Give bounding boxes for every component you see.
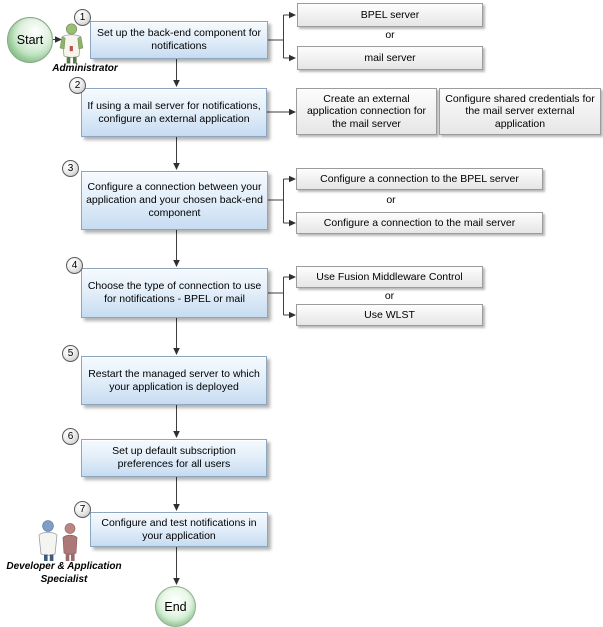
developer-specialist-label-line1: Developer & Application xyxy=(6,561,122,572)
end-label: End xyxy=(164,599,187,614)
step-number-2-text: 2 xyxy=(74,80,81,91)
output-label-wlst: Use WLST xyxy=(364,308,415,321)
step-box-6: Set up default subscription preferences … xyxy=(81,439,267,477)
output-box-shared-credentials: Configure shared credentials for the mai… xyxy=(439,88,601,135)
output-box-wlst: Use WLST xyxy=(296,304,483,326)
step-box-3: Configure a connection between your appl… xyxy=(81,171,268,230)
step-number-5: 5 xyxy=(62,345,79,362)
step-label-2: If using a mail server for notifications… xyxy=(87,99,261,125)
step-label-1: Set up the back-end component for notifi… xyxy=(96,27,262,52)
step-label-5: Restart the managed server to which your… xyxy=(88,367,260,393)
output-label-shared-credentials: Configure shared credentials for the mai… xyxy=(445,92,595,130)
step-label-3: Configure a connection between your appl… xyxy=(86,181,263,219)
output-box-create-external-app: Create an external application connectio… xyxy=(296,88,437,135)
step-number-4-text: 4 xyxy=(71,260,78,271)
output-box-fusion-middleware: Use Fusion Middleware Control xyxy=(296,266,483,288)
output-box-connect-mail: Configure a connection to the mail serve… xyxy=(296,212,543,234)
step-box-4: Choose the type of connection to use for… xyxy=(81,268,268,318)
output-label-connect-mail: Configure a connection to the mail serve… xyxy=(323,216,516,229)
step-label-6: Set up default subscription preferences … xyxy=(112,445,236,470)
developer-specialist-label: Developer & Application Specialist xyxy=(5,561,123,586)
output-box-connect-bpel: Configure a connection to the BPEL serve… xyxy=(296,168,543,190)
or-label-1: or xyxy=(385,29,395,41)
administrator-label: Administrator xyxy=(52,63,118,74)
step-box-2: If using a mail server for notifications… xyxy=(81,88,267,137)
step-box-7: Configure and test notifications in your… xyxy=(90,512,268,547)
output-label-fusion-middleware: Use Fusion Middleware Control xyxy=(316,270,463,283)
or-label-2: or xyxy=(386,194,396,206)
output-label-create-external-app: Create an external application connectio… xyxy=(306,92,427,130)
output-label-mail-server: mail server xyxy=(364,51,416,64)
step-label-4: Choose the type of connection to use for… xyxy=(87,280,262,305)
developer-specialist-icon xyxy=(38,520,78,561)
step-label-7: Configure and test notifications in your… xyxy=(101,516,257,542)
step-number-5-text: 5 xyxy=(67,348,74,359)
step-number-1-text: 1 xyxy=(79,12,86,23)
administrator-icon xyxy=(59,23,84,64)
output-label-connect-bpel: Configure a connection to the BPEL serve… xyxy=(320,172,519,185)
step-number-6: 6 xyxy=(62,428,79,445)
step-number-7: 7 xyxy=(74,501,91,518)
step-box-5: Restart the managed server to which your… xyxy=(81,356,267,405)
developer-specialist-label-line2: Specialist xyxy=(40,573,88,585)
step-number-7-text: 7 xyxy=(79,504,86,515)
step-number-6-text: 6 xyxy=(67,431,74,442)
or-label-3: or xyxy=(384,290,395,302)
step-number-1: 1 xyxy=(74,9,91,26)
end-node: End xyxy=(155,586,196,627)
step-box-1: Set up the back-end component for notifi… xyxy=(90,21,268,59)
output-box-mail-server: mail server xyxy=(297,46,483,70)
step-number-3-text: 3 xyxy=(67,163,74,174)
step-number-3: 3 xyxy=(62,160,79,177)
start-label: Start xyxy=(16,33,44,47)
output-label-bpel-server: BPEL server xyxy=(360,8,420,21)
step-number-2: 2 xyxy=(69,77,86,94)
output-box-bpel-server: BPEL server xyxy=(297,3,483,27)
start-node: Start xyxy=(7,17,53,63)
step-number-4: 4 xyxy=(66,257,83,274)
